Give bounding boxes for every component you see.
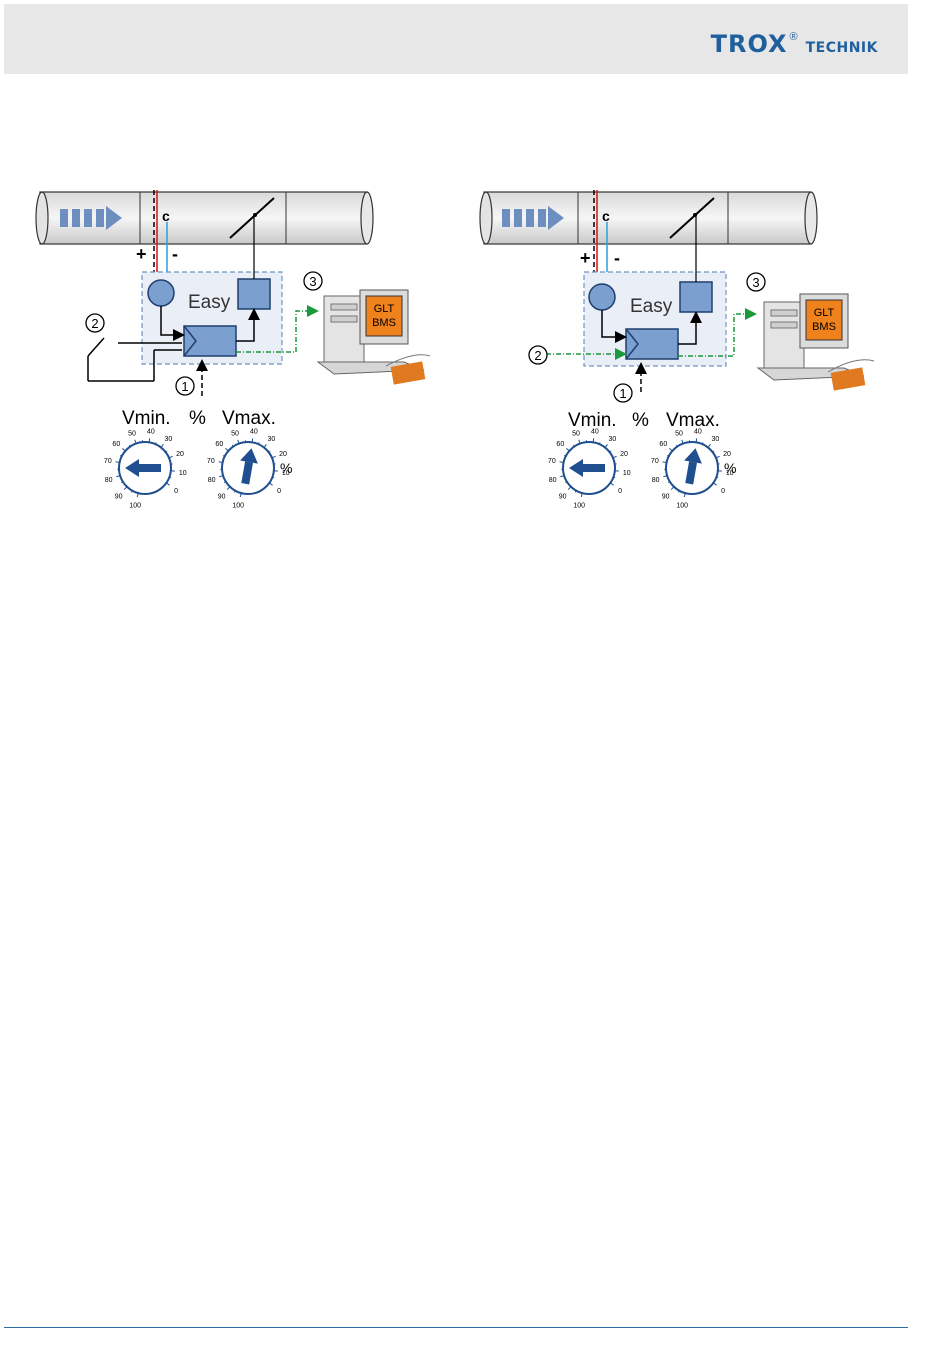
control-diagram-switch: c + - Easy 1 2 3 GLT BMS (34, 186, 474, 516)
vmax-label: Vmax. (666, 410, 720, 431)
trox-logo: TROX ® TECHNIK (711, 30, 878, 58)
bms-line2: BMS (372, 317, 396, 329)
marker-1-label: 1 (181, 379, 188, 394)
percent-label: % (632, 410, 649, 431)
dial-tick-label: 20 (620, 451, 628, 458)
dial-tick-label: 60 (215, 441, 223, 448)
dial-tick-label: 20 (176, 451, 184, 458)
dial-tick-label: 80 (208, 477, 216, 484)
dial-tick-label: 100 (232, 503, 244, 510)
dial-tick-label: 90 (115, 493, 123, 500)
dial-tick-label: 80 (652, 477, 660, 484)
bms-line1: GLT (814, 307, 835, 319)
vmin-dial[interactable]: 0 10 20 30 40 50 60 70 80 90 100 (548, 428, 631, 509)
dial-tick-label: 40 (591, 428, 599, 435)
pressure-transducer-icon (589, 284, 615, 310)
dial-tick-label: 70 (651, 458, 659, 465)
dial-tick-label: 40 (147, 428, 155, 435)
dial-tick-label: 70 (548, 458, 556, 465)
marker-1-label: 1 (619, 386, 626, 401)
dial-tick-label: 60 (112, 441, 120, 448)
dial-percent-label: % (280, 460, 292, 476)
bms-line1: GLT (374, 303, 395, 315)
dial-tick-label: 100 (129, 503, 141, 510)
controller-amplifier (626, 329, 678, 359)
controller-label: Easy (188, 292, 231, 313)
dial-tick-label: 50 (675, 430, 683, 437)
dial-tick-label: 100 (676, 503, 688, 510)
marker-3-label: 3 (309, 274, 316, 289)
dial-tick-label: 30 (267, 436, 275, 443)
marker-2-label: 2 (91, 316, 98, 331)
actuator-box (680, 282, 712, 312)
logo-trox-text: TROX (711, 30, 788, 58)
dial-tick-label: 70 (207, 458, 215, 465)
dial-tick-label: 30 (608, 436, 616, 443)
dial-tick-label: 10 (623, 470, 631, 477)
dial-tick-label: 50 (572, 430, 580, 437)
dial-tick-label: 30 (164, 436, 172, 443)
percent-label: % (189, 408, 206, 429)
dial-tick-label: 70 (104, 458, 112, 465)
dial-tick-label: 10 (179, 470, 187, 477)
plus-label: + (580, 248, 591, 268)
sensor-label: c (162, 208, 170, 224)
dial-tick-label: 0 (174, 488, 178, 495)
dial-tick-label: 60 (659, 441, 667, 448)
minus-label: - (172, 244, 178, 264)
dial-tick-label: 100 (573, 503, 585, 510)
dial-percent-label: % (724, 460, 736, 476)
logo-registered-mark: ® (790, 31, 798, 43)
controller-amplifier (184, 326, 236, 356)
dial-tick-label: 20 (279, 451, 287, 458)
pressure-transducer-icon (148, 280, 174, 306)
marker-2-label: 2 (534, 348, 541, 363)
dial-tick-label: 50 (231, 430, 239, 437)
dial-tick-label: 80 (105, 477, 113, 484)
minus-label: - (614, 248, 620, 268)
marker-3-label: 3 (752, 275, 759, 290)
vmin-label: Vmin. (122, 408, 171, 429)
bms-line2: BMS (812, 321, 836, 333)
dial-tick-label: 40 (250, 428, 258, 435)
dial-tick-label: 90 (218, 493, 226, 500)
page-header: TROX ® TECHNIK (4, 4, 908, 74)
plus-label: + (136, 244, 147, 264)
actuator-box (238, 279, 270, 309)
dial-tick-label: 0 (277, 488, 281, 495)
vmax-label: Vmax. (222, 408, 276, 429)
dial-tick-label: 0 (618, 488, 622, 495)
dial-tick-label: 0 (721, 488, 725, 495)
control-diagram-signal: c + - Easy 1 2 3 GLT BMS Vmin. % Vmax. 0… (478, 186, 918, 516)
sensor-label: c (602, 208, 610, 224)
dial-tick-label: 50 (128, 430, 136, 437)
logo-technik-text: TECHNIK (806, 40, 878, 56)
dial-tick-label: 60 (556, 441, 564, 448)
dial-tick-label: 20 (723, 451, 731, 458)
controller-label: Easy (630, 296, 673, 317)
dial-tick-label: 90 (662, 493, 670, 500)
dial-tick-label: 30 (711, 436, 719, 443)
footer-divider (4, 1327, 908, 1328)
dial-tick-label: 40 (694, 428, 702, 435)
dial-tick-label: 90 (559, 493, 567, 500)
vmin-dial[interactable]: 0 10 20 30 40 50 60 70 80 90 100 (104, 428, 187, 509)
dial-tick-label: 80 (549, 477, 557, 484)
